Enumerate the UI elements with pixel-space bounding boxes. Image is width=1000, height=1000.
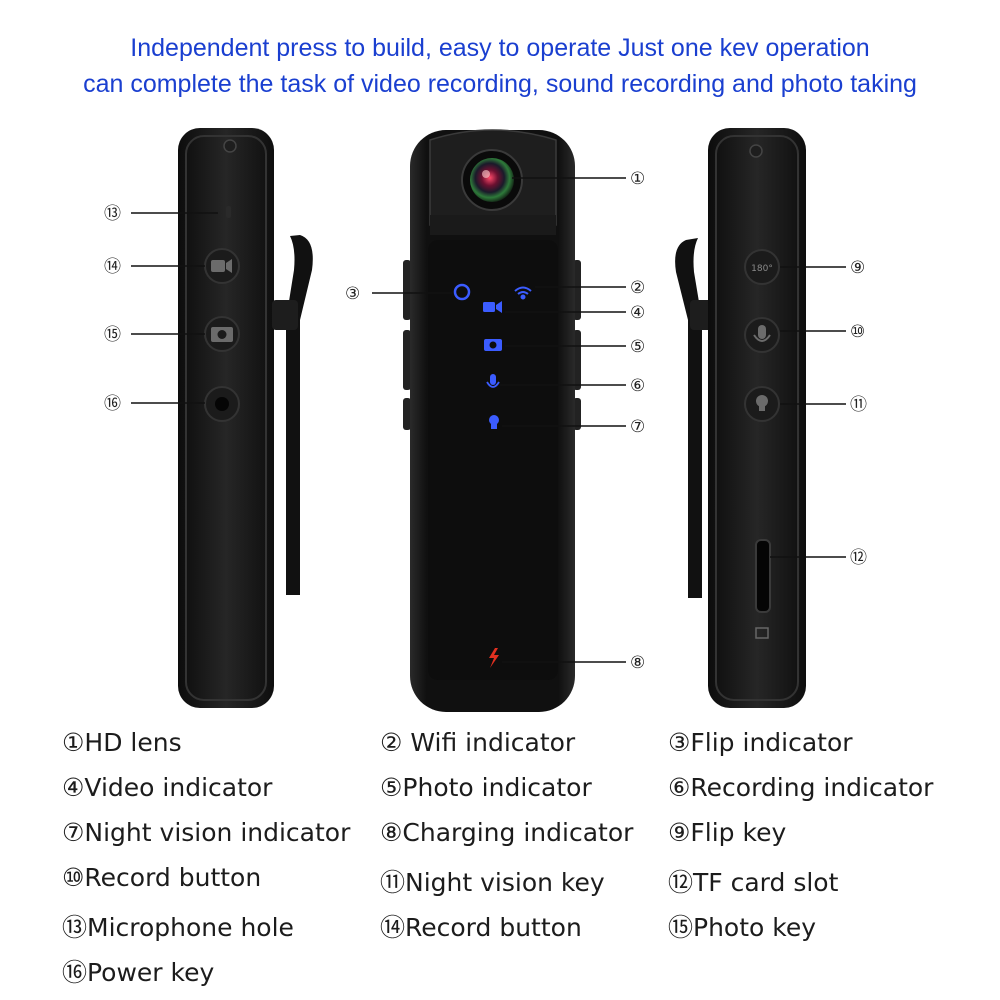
left-clip bbox=[286, 235, 313, 595]
photo-indicator-icon bbox=[484, 339, 502, 351]
callout-10: ⑩ bbox=[850, 322, 865, 342]
wifi-icon bbox=[514, 286, 532, 300]
legend-item: ② Wifi indicator bbox=[380, 728, 576, 757]
legend-item: ⑧Charging indicator bbox=[380, 818, 634, 847]
lens-icon bbox=[470, 158, 514, 202]
header-line-2: can complete the task of video recording… bbox=[83, 70, 917, 98]
legend-item: ⑥Recording indicator bbox=[668, 773, 934, 802]
legend-item: ⑬Microphone hole bbox=[62, 913, 294, 942]
microphone-icon bbox=[753, 325, 771, 342]
center-device bbox=[403, 129, 581, 712]
callout-6: ⑥ bbox=[630, 376, 645, 396]
legend-item: ⑪Night vision key bbox=[380, 868, 605, 897]
right-clip bbox=[675, 238, 702, 598]
legend-item: ⑩Record button bbox=[62, 863, 262, 892]
flip-key-label: 180° bbox=[751, 264, 773, 274]
callout-2: ② bbox=[630, 278, 645, 298]
callout-8: ⑧ bbox=[630, 653, 645, 673]
legend-item: ⑨Flip key bbox=[668, 818, 787, 847]
legend-item: ⑫TF card slot bbox=[668, 868, 839, 897]
screw-icon bbox=[749, 144, 763, 158]
callout-14: ⑭ bbox=[104, 257, 121, 277]
header: Independent press to build, easy to oper… bbox=[0, 30, 1000, 102]
callout-9: ⑨ bbox=[850, 258, 865, 278]
right-device: 180° bbox=[675, 128, 806, 708]
callout-3: ③ bbox=[345, 284, 360, 304]
callout-12: ⑫ bbox=[850, 548, 867, 568]
callout-15: ⑮ bbox=[104, 325, 121, 345]
callout-1: ① bbox=[630, 169, 645, 189]
screw-icon bbox=[223, 139, 237, 153]
legend-item: ⑯Power key bbox=[62, 958, 215, 987]
power-icon bbox=[215, 397, 229, 411]
video-icon bbox=[211, 259, 232, 273]
header-line-1: Independent press to build, easy to oper… bbox=[130, 34, 870, 62]
callout-markers: ① ② ③ ④ ⑤ ⑥ ⑦ ⑧ ⑨ ⑩ ⑪ ⑫ ⑬ ⑭ ⑮ ⑯ bbox=[104, 169, 867, 673]
left-device bbox=[178, 128, 313, 708]
night-vision-indicator-icon bbox=[489, 415, 499, 429]
microphone-hole bbox=[226, 206, 231, 218]
device-diagram: 180° ① ② ③ ④ bbox=[104, 128, 867, 712]
legend-item: ⑦Night vision indicator bbox=[62, 818, 351, 847]
video-indicator-icon bbox=[483, 301, 502, 313]
bulb-icon bbox=[756, 395, 768, 411]
charging-icon bbox=[489, 648, 499, 668]
legend-item: ⑮Photo key bbox=[668, 913, 817, 942]
callout-4: ④ bbox=[630, 303, 645, 323]
callout-lines bbox=[131, 177, 846, 663]
legend-item: ①HD lens bbox=[62, 728, 182, 757]
callout-13: ⑬ bbox=[104, 204, 121, 224]
flip-key bbox=[744, 249, 780, 285]
callout-5: ⑤ bbox=[630, 337, 645, 357]
callout-11: ⑪ bbox=[850, 395, 867, 415]
flip-indicator-icon bbox=[453, 283, 471, 301]
camera-icon bbox=[211, 327, 233, 342]
legend-item: ⑭Record button bbox=[380, 913, 582, 942]
callout-7: ⑦ bbox=[630, 417, 645, 437]
legend-item: ⑤Photo indicator bbox=[380, 773, 592, 802]
microphone-indicator-icon bbox=[486, 374, 500, 388]
tf-card-icon bbox=[755, 627, 769, 639]
legend-item: ④Video indicator bbox=[62, 773, 273, 802]
legend-item: ③Flip indicator bbox=[668, 728, 853, 757]
tf-card-slot bbox=[755, 539, 771, 613]
callout-16: ⑯ bbox=[104, 394, 121, 414]
